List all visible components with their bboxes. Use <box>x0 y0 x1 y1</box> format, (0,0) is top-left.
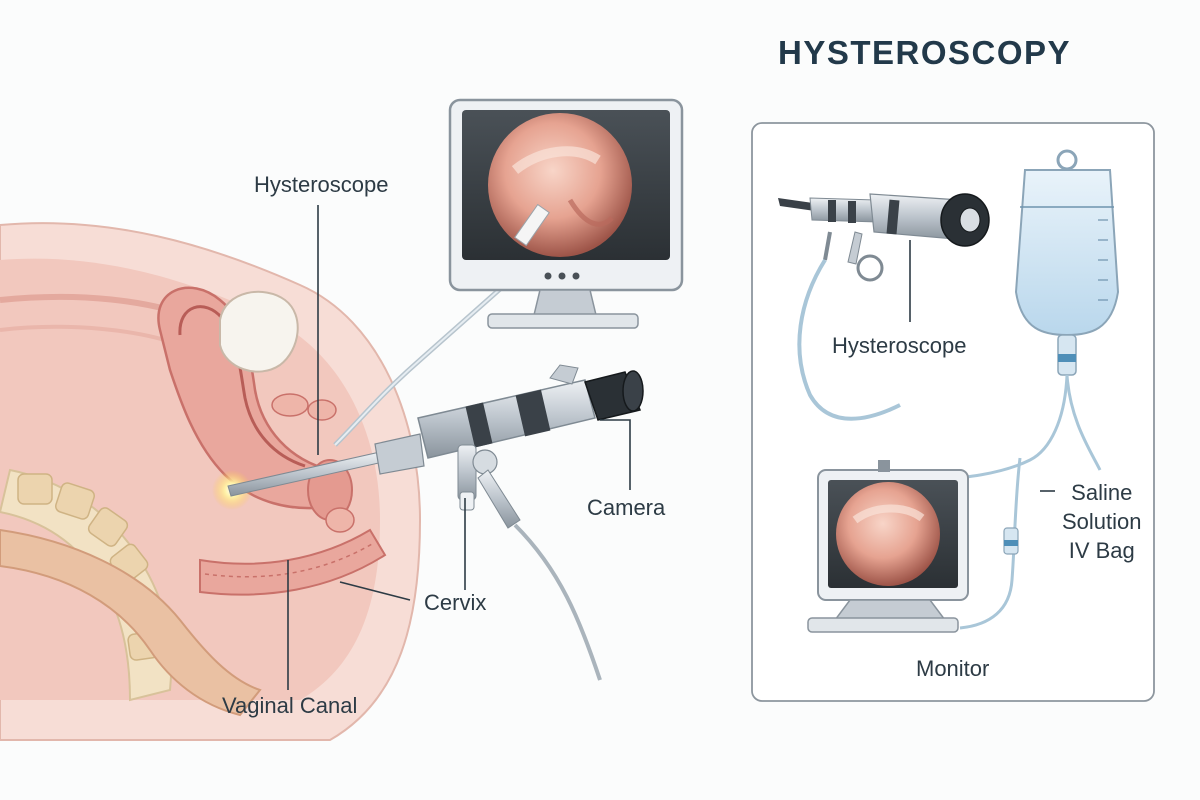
diagram-title: HYSTEROSCOPY <box>778 34 1072 71</box>
label-monitor: Monitor <box>916 656 990 681</box>
label-inset-hysteroscope: Hysteroscope <box>832 333 967 358</box>
label-saline-line3: IV Bag <box>1068 538 1135 564</box>
endoscopic-view <box>488 113 632 257</box>
anatomy-cross-section <box>0 222 422 741</box>
label-hysteroscope: Hysteroscope <box>254 172 389 197</box>
label-camera: Camera <box>587 495 666 520</box>
inset-monitor <box>807 460 969 633</box>
leader-lines <box>287 205 631 690</box>
label-saline-iv-bag: Saline Solution IV Bag <box>1062 478 1142 565</box>
label-saline-line2: Solution <box>1062 509 1142 535</box>
label-saline-line1: Saline <box>1071 480 1133 505</box>
iv-bag <box>934 149 1120 630</box>
label-vaginal-canal: Vaginal Canal <box>222 693 358 718</box>
inset-leader-lines <box>909 240 1055 492</box>
label-cervix: Cervix <box>424 590 487 615</box>
inset-hysteroscope <box>778 193 990 421</box>
main-monitor <box>448 98 684 329</box>
